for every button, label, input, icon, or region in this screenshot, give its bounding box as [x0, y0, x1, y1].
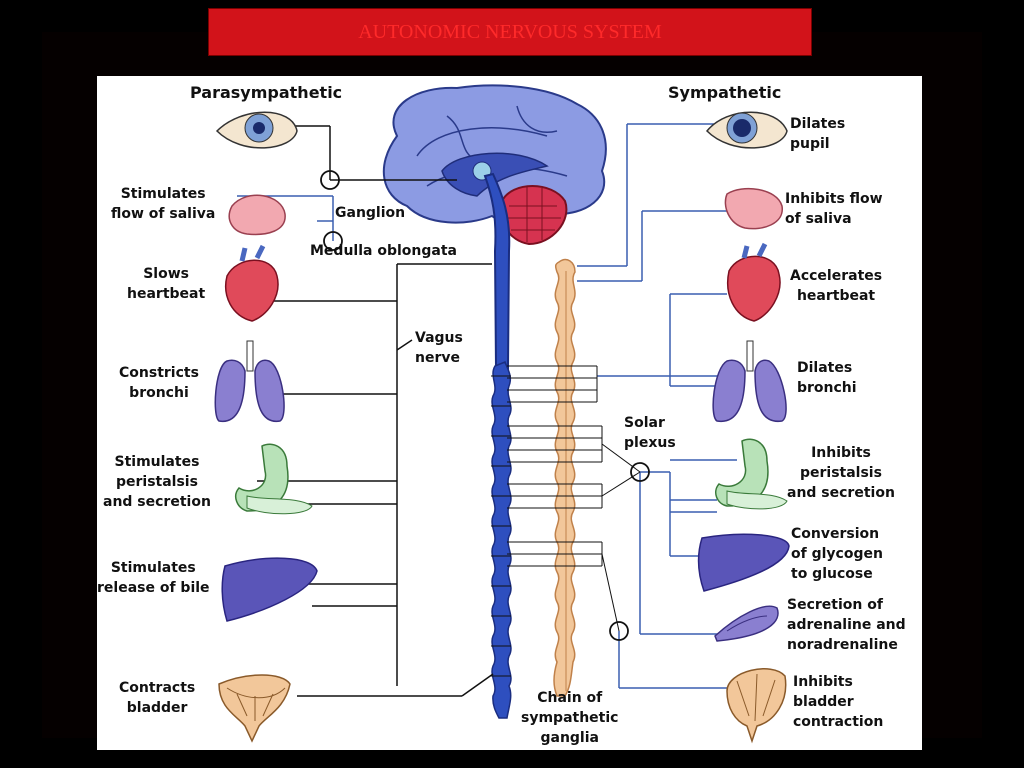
liver-right-icon: [697, 533, 790, 592]
stomach-right-icon: [715, 438, 788, 510]
para-label-saliva: Stimulates flow of saliva: [111, 186, 216, 222]
para-label-heart: Slows heartbeat: [127, 266, 206, 302]
cerebellum-icon: [499, 185, 568, 246]
lungs-left-icon: [214, 340, 285, 422]
symp-label-peristalsis: Inhibits peristalsis and secretion: [787, 445, 895, 501]
lungs-right-icon: [712, 340, 787, 422]
para-label-peristalsis: Stimulates peristalsis and secretion: [103, 454, 211, 510]
symp-label-bronchi: Dilates bronchi: [797, 360, 857, 396]
eye-left-icon: [215, 111, 298, 149]
stomach-left-icon: [235, 443, 313, 515]
salivary-gland-right-icon: [724, 187, 783, 230]
heart-left-icon: [225, 244, 279, 322]
heart-right-icon: [727, 242, 781, 322]
bladder-left-icon: [218, 674, 291, 743]
salivary-gland-left-icon: [228, 194, 286, 236]
ganglion-saliva-icon: [323, 231, 343, 251]
sympathetic-chain: [553, 258, 576, 697]
para-label-bladder: Contracts bladder: [119, 680, 196, 716]
adrenal-gland-icon: [714, 605, 779, 642]
chain-label: Chain of sympathetic ganglia: [521, 690, 619, 746]
ganglion-adrenal-icon: [609, 621, 629, 641]
slide-title: AUTONOMIC NERVOUS SYSTEM: [358, 20, 662, 43]
parasympathetic-header: Parasympathetic: [190, 83, 343, 102]
symp-label-bladder: Inhibits bladder contraction: [793, 674, 884, 730]
solar-plexus-icon: [630, 462, 650, 482]
sympathetic-header: Sympathetic: [668, 83, 782, 102]
ans-diagram: Parasympathetic Sympathetic Ganglion Med…: [97, 76, 922, 750]
symp-label-adrenaline: Secretion of adrenaline and noradrenalin…: [787, 597, 906, 653]
para-label-bile: Stimulates release of bile: [97, 560, 210, 596]
ganglion-label: Ganglion: [335, 205, 406, 221]
para-label-bronchi: Constricts bronchi: [119, 365, 199, 401]
vagus-label: Vagus nerve: [415, 330, 463, 366]
liver-left-icon: [221, 557, 318, 622]
symp-label-heart: Accelerates heartbeat: [790, 268, 883, 304]
symp-label-saliva: Inhibits flow of saliva: [785, 191, 883, 227]
title-bar: AUTONOMIC NERVOUS SYSTEM: [208, 8, 812, 56]
diagram-artwork: [214, 84, 790, 744]
symp-label-pupil: Dilates pupil: [790, 116, 846, 152]
bladder-right-icon: [726, 668, 787, 744]
solar-plexus-label: Solar plexus: [624, 415, 676, 451]
medulla-label: Medulla oblongata: [310, 243, 457, 259]
ganglion-eye-icon: [320, 170, 340, 190]
eye-right-icon: [705, 111, 788, 149]
symp-label-glycogen: Conversion of glycogen to glucose: [791, 526, 883, 582]
